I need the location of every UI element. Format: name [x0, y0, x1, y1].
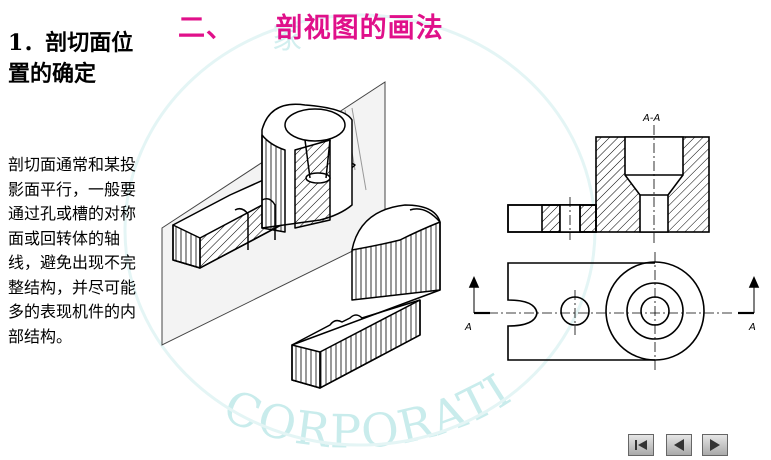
first-page-button[interactable]	[628, 434, 654, 456]
first-page-icon	[635, 440, 647, 450]
cut-label-left: A	[464, 322, 472, 333]
prev-page-icon	[674, 439, 684, 451]
front-section-view	[507, 125, 710, 245]
top-view	[468, 252, 760, 372]
slide-title: 二、 剖视图的画法	[178, 13, 444, 44]
section-label: A-A	[642, 113, 660, 124]
isometric-section-upper	[172, 103, 356, 269]
prev-page-button[interactable]	[666, 434, 692, 456]
body-paragraph: 剖切面通常和某投影面平行，一般要通过孔或槽的对称面或回转体的轴线，避免出现不完整…	[8, 155, 137, 346]
next-page-icon	[710, 439, 720, 451]
cut-label-right: A	[748, 322, 756, 333]
next-page-button[interactable]	[702, 434, 728, 456]
isometric-section-lower	[291, 204, 441, 389]
section-heading: 1．剖切面位置的确定	[8, 30, 134, 87]
